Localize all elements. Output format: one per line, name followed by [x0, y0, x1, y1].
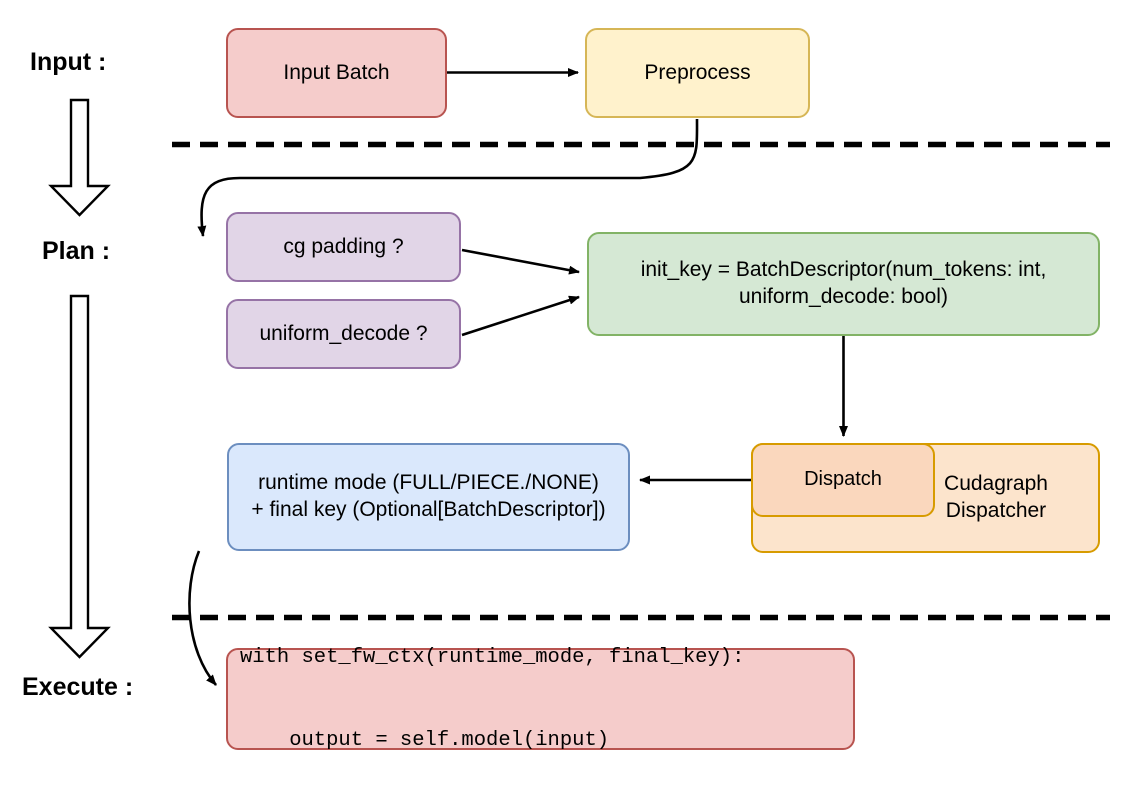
node-execute-code[interactable]: with set_fw_ctx(runtime_mode, final_key)… — [226, 646, 855, 752]
uniform-decode-to-init-key — [461, 295, 580, 337]
node-runtime-mode[interactable]: runtime mode (FULL/PIECE./NONE) + final … — [227, 443, 630, 551]
input-to-plan-block-arrow — [48, 98, 111, 217]
diagram-canvas: Input : Plan : Execute : Input Batch Pre… — [22, 28, 1110, 752]
node-cudagraph-dispatcher-line1: Cudagraph — [944, 472, 1048, 496]
node-init-key-line2: uniform_decode: bool) — [739, 285, 948, 308]
stage-label-execute: Execute : — [22, 673, 134, 701]
node-execute-code-line1: with set_fw_ctx(runtime_mode, final_key)… — [240, 645, 745, 669]
node-uniform-decode[interactable]: uniform_decode ? — [226, 299, 461, 369]
node-dispatch[interactable]: Dispatch — [751, 443, 935, 517]
node-preprocess[interactable]: Preprocess — [585, 28, 810, 118]
stage-label-plan: Plan : — [42, 237, 111, 265]
plan-to-execute-block-arrow — [48, 294, 111, 659]
runtime-mode-to-execute-code — [188, 550, 217, 686]
node-init-key-line1: init_key = BatchDescriptor(num_tokens: i… — [640, 258, 1047, 282]
node-init-key[interactable]: init_key = BatchDescriptor(num_tokens: i… — [587, 232, 1100, 336]
node-execute-code-line2: output = self.model(input) — [240, 728, 610, 752]
node-dispatch-label: Dispatch — [804, 468, 882, 491]
stage-label-input: Input : — [30, 48, 107, 76]
node-preprocess-label: Preprocess — [644, 60, 751, 84]
node-input-batch[interactable]: Input Batch — [226, 28, 447, 118]
node-uniform-decode-label: uniform_decode ? — [259, 321, 428, 345]
node-cg-padding-label: cg padding ? — [283, 234, 404, 258]
node-runtime-mode-line1: runtime mode (FULL/PIECE./NONE) — [258, 471, 599, 495]
node-cudagraph-dispatcher-line2: Dispatcher — [945, 499, 1047, 522]
node-runtime-mode-line2: + final key (Optional[BatchDescriptor]) — [251, 498, 606, 521]
node-input-batch-label: Input Batch — [283, 60, 390, 84]
cg-padding-to-init-key — [461, 248, 580, 275]
node-cg-padding[interactable]: cg padding ? — [226, 212, 461, 282]
